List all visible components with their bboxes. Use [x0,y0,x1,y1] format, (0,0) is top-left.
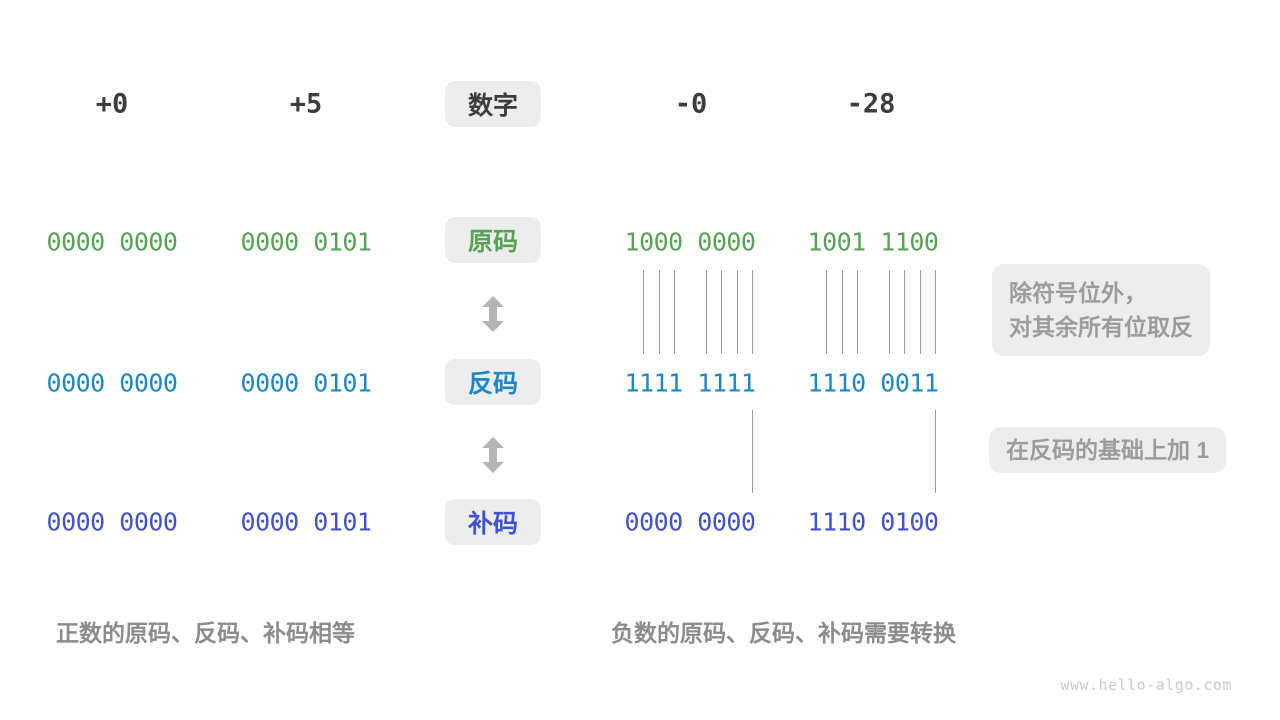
ones-complement-badge: 反码 [445,359,541,405]
bit-tick-line [935,270,936,354]
invert-bits-note: 除符号位外， 对其余所有位取反 [992,264,1210,356]
bit-tick-line [889,270,890,354]
sign-magnitude-badge: 原码 [445,217,541,263]
sign-magnitude-value-plus0: 0000 0000 [46,227,178,257]
updown-arrow-icon [480,436,506,474]
negative-numbers-caption: 负数的原码、反码、补码需要转换 [611,620,956,646]
bit-tick-line [737,270,738,354]
bit-tick-line [904,270,905,354]
header-number-plus5: +5 [289,88,323,120]
bit-tick-line [752,270,753,354]
positive-numbers-caption: 正数的原码、反码、补码相等 [56,620,355,646]
ones-complement-value-plus5: 0000 0101 [240,368,372,398]
invert-bits-note-line2: 对其余所有位取反 [1009,314,1193,340]
add-one-note: 在反码的基础上加 1 [989,427,1227,473]
bit-tick-line [842,270,843,354]
twos-complement-value-minus28: 1110 0100 [807,507,939,537]
number-badge: 数字 [445,81,541,127]
header-number-minus0: -0 [674,88,708,120]
bit-tick-line [752,410,753,493]
twos-complement-value-plus5: 0000 0101 [240,507,372,537]
bit-tick-line [721,270,722,354]
ones-complement-value-minus0: 1111 1111 [624,368,756,398]
twos-complement-value-plus0: 0000 0000 [46,507,178,537]
sign-magnitude-value-minus0: 1000 0000 [624,227,756,257]
bit-tick-line [935,410,936,493]
bit-tick-line [920,270,921,354]
bit-tick-line [674,270,675,354]
bit-tick-line [826,270,827,354]
updown-arrow-icon [480,295,506,333]
bit-tick-line [659,270,660,354]
ones-complement-value-plus0: 0000 0000 [46,368,178,398]
invert-bits-note-line1: 除符号位外， [1009,280,1147,306]
header-number-minus28: -28 [846,88,896,120]
header-number-plus0: +0 [95,88,129,120]
bit-tick-line [643,270,644,354]
twos-complement-badge: 补码 [445,499,541,545]
sign-magnitude-value-minus28: 1001 1100 [807,227,939,257]
ones-complement-value-minus28: 1110 0011 [807,368,939,398]
website-watermark: www.hello-algo.com [1060,676,1232,694]
bit-tick-line [857,270,858,354]
bit-tick-line [706,270,707,354]
sign-magnitude-value-plus5: 0000 0101 [240,227,372,257]
twos-complement-value-minus0: 0000 0000 [624,507,756,537]
